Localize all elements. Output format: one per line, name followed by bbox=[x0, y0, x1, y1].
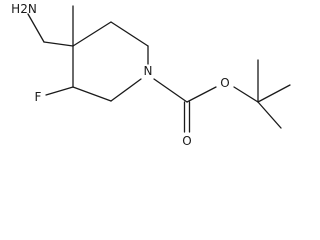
bond-ester-o-quaternary-c bbox=[233, 86, 259, 103]
bond-c3-f bbox=[45, 86, 74, 96]
bond-ch2-c4 bbox=[43, 41, 74, 47]
boc-group-bonds bbox=[153, 59, 291, 133]
bond-n1-carbonyl-c bbox=[153, 78, 188, 103]
ester-oxygen-label: O bbox=[220, 76, 229, 90]
bond-c4-c5 bbox=[72, 21, 112, 47]
bond-carbonyl-c-ester-o bbox=[186, 86, 217, 103]
bond-n1-c2 bbox=[110, 78, 142, 102]
amine-label: H2N bbox=[11, 2, 37, 16]
ring-nitrogen-label: N bbox=[144, 64, 153, 78]
bond-c2-c3 bbox=[72, 86, 112, 102]
bond-tbu-methyl-right bbox=[257, 84, 291, 103]
piperidine-ring-bonds bbox=[72, 21, 149, 102]
aminomethyl-bonds bbox=[27, 13, 74, 47]
bond-nh2-ch2 bbox=[27, 13, 45, 43]
bond-c5-c6 bbox=[110, 21, 149, 47]
bond-tbu-methyl-bottom bbox=[257, 101, 282, 129]
fluorine-label: F bbox=[35, 90, 42, 104]
carbonyl-oxygen-label: O bbox=[182, 134, 191, 148]
molecule-structure-diagram: H2N F N O O bbox=[11, 2, 291, 148]
